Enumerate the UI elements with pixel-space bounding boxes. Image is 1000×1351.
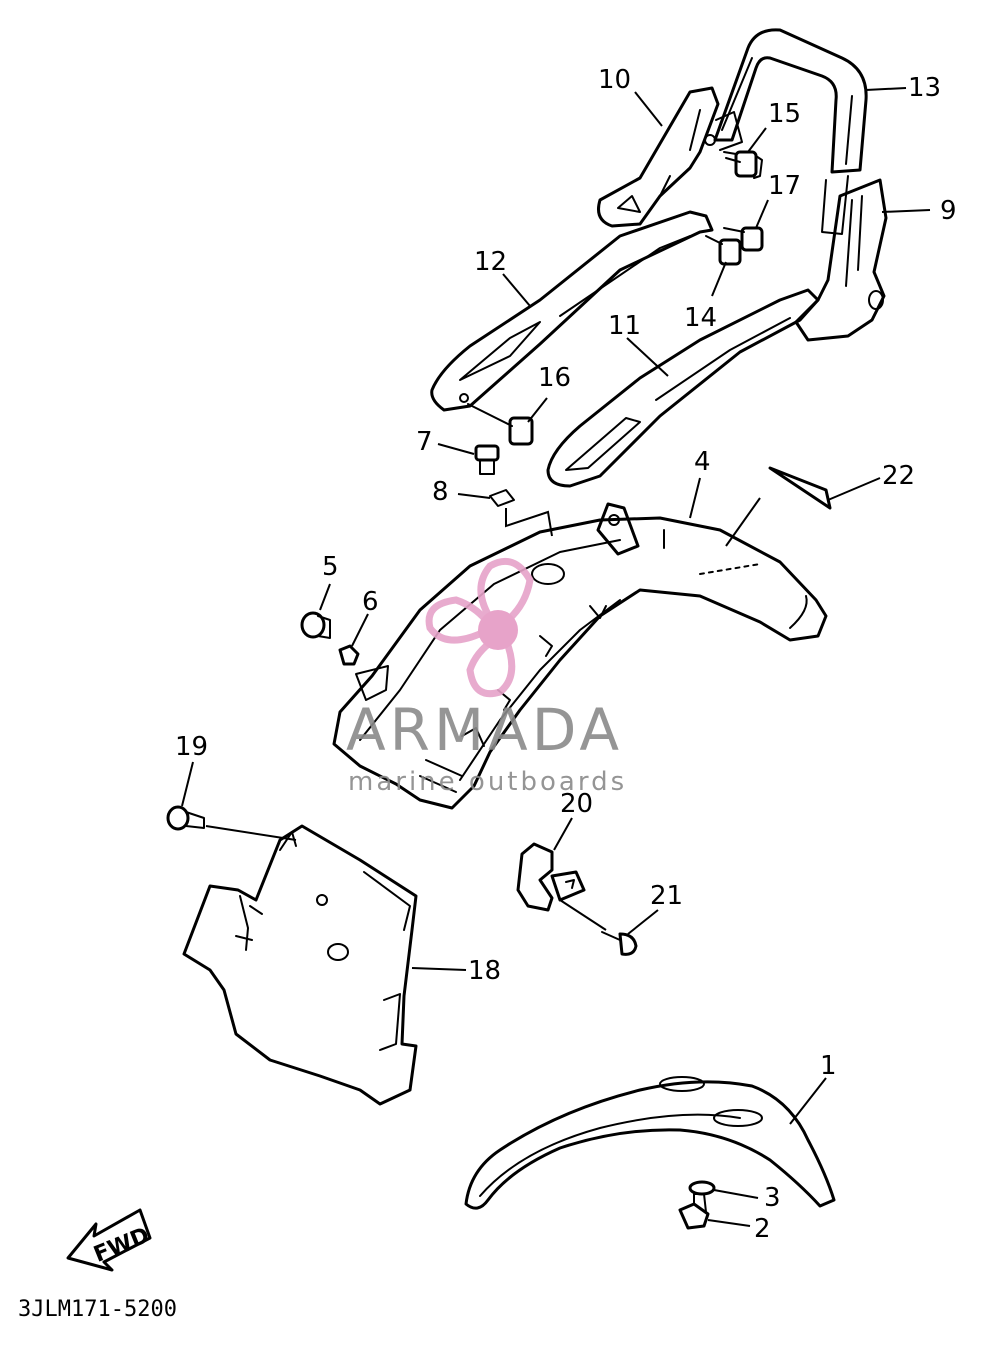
callout-19: 19: [175, 732, 208, 762]
callout-18: 18: [468, 956, 501, 986]
callout-17: 17: [768, 171, 801, 201]
callout-20: 20: [560, 789, 593, 819]
callout-3: 3: [764, 1183, 781, 1213]
bolt-14: [705, 235, 742, 266]
callout-22: 22: [882, 461, 915, 491]
forward-arrow-icon: FWD: [66, 1208, 153, 1272]
callout-4: 4: [694, 447, 711, 477]
watermark: ARMADA marine outboards: [346, 557, 627, 797]
bolt-5: [300, 611, 331, 639]
nut-6: [338, 644, 360, 666]
part-9-side-bracket: [794, 178, 888, 342]
diagram-code: 3JLM171-5200: [18, 1297, 177, 1322]
callout-16: 16: [538, 363, 571, 393]
bolt-15: [723, 150, 763, 179]
part-18-inner-fender: [182, 824, 418, 1106]
callout-11: 11: [608, 311, 641, 341]
callout-labels: 1 2 3 4 5 6 7 8 9 10 11 12 13 14 15 16 1…: [175, 65, 957, 1244]
propeller-icon: [425, 557, 534, 698]
watermark-tagline: marine outboards: [348, 767, 627, 797]
callout-21: 21: [650, 881, 683, 911]
callout-2: 2: [754, 1214, 771, 1244]
washer-3: [688, 1180, 716, 1196]
watermark-brand: ARMADA: [346, 696, 623, 764]
callout-14: 14: [684, 303, 717, 333]
callout-13: 13: [908, 73, 941, 103]
forward-label: FWD: [90, 1223, 153, 1268]
callout-9: 9: [940, 196, 957, 226]
bolt-16: [467, 403, 534, 446]
clip-8: [489, 489, 515, 507]
callout-5: 5: [322, 552, 339, 582]
leader-lines: [181, 87, 931, 1227]
callout-7: 7: [416, 427, 433, 457]
bolt-2: [678, 1193, 710, 1230]
part-22-decal: [768, 466, 832, 510]
callout-12: 12: [474, 247, 507, 277]
part-10-bracket: [597, 86, 743, 228]
callout-1: 1: [820, 1051, 837, 1081]
screw-21: [601, 931, 638, 956]
callout-15: 15: [768, 99, 801, 129]
callout-8: 8: [432, 477, 449, 507]
bolt-17: [723, 226, 764, 252]
callout-6: 6: [362, 587, 379, 617]
callout-10: 10: [598, 65, 631, 95]
part-13-grab-bar: [713, 28, 868, 235]
part-11-rail: [546, 288, 820, 488]
part-20-bracket: [516, 842, 586, 912]
bolt-19: [166, 805, 205, 831]
part-1-front-fender: [464, 1076, 836, 1210]
part-12-rail: [430, 210, 714, 412]
bolt-7: [474, 444, 500, 475]
